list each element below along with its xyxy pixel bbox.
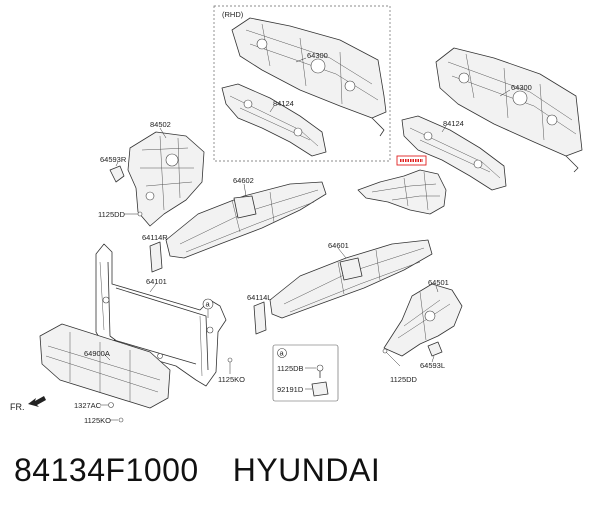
bracket-64593l [427,341,443,357]
leader-64300 [499,89,511,97]
leader-84124-rhd [269,105,275,113]
leader-64593r [115,161,119,167]
label-84124: 84124 [443,119,464,128]
leader-64601 [337,247,347,259]
leader-64501 [435,285,439,293]
part-number: 84134F1000 [14,452,199,488]
label-64300-rhd: 64300 [307,51,328,60]
leader-1125dd-right [385,351,401,367]
rhd-dash-panel [231,17,387,137]
bracket-64114r [149,241,163,273]
bracket-64114l [253,301,267,335]
label-64114r: 64114R [142,233,168,242]
bumper-beam [39,323,171,409]
label-1327ac: 1327AC [74,401,102,410]
bolt-1125dd-right [382,348,388,354]
side-member-64602 [165,181,327,259]
front-apron-right [383,283,463,357]
callout-a: a [206,300,211,309]
leader-64101 [149,283,157,293]
side-member-64601 [269,239,433,319]
label-64601: 64601 [328,241,349,250]
dash-panel [435,47,583,173]
label-64602: 64602 [233,176,254,185]
rhd-box [213,5,391,162]
inset-label-92191d: 92191D [277,385,304,394]
label-64114l: 64114L [247,293,271,302]
leader-64602 [243,183,247,197]
caption: 84134F1000 HYUNDAI [14,452,594,496]
front-apron-left [127,131,205,227]
label-1125dd-right: 1125DD [390,375,418,384]
leader-64593l [431,355,435,363]
label-64300: 64300 [511,83,532,92]
label-84502: 84502 [150,120,171,129]
inset-bolt-1125db [316,364,324,372]
inset-clip-92191d [311,381,329,397]
bolt-1125ko-mid [227,357,233,363]
parts-diagram: (RHD) 64300 84124 64300 84124 [10,5,583,425]
label-1125dd-left: 1125DD [98,210,126,219]
label-1125ko-bottom: 1125KO [84,416,111,425]
bolt-1125dd-left [137,211,143,217]
label-64593r: 64593R [100,155,127,164]
label-84124-rhd: 84124 [273,99,294,108]
rhd-cowl-panel [221,83,327,157]
label-64593l: 64593L [420,361,445,370]
label-64501: 64501 [428,278,449,287]
brand-name: HYUNDAI [232,452,381,488]
front-label: FR. [10,402,25,412]
leader-84502 [159,127,167,139]
inset-a: a [280,349,285,358]
leader-84124 [441,125,447,133]
clip-1327ac [108,402,114,408]
rhd-label: (RHD) [222,10,244,19]
inset-label-1125db: 1125DB [277,364,304,373]
bracket-64593r [109,165,125,183]
leader-64900a [103,353,111,361]
highlighted-part [357,169,447,215]
label-64900a: 64900A [84,349,110,358]
front-arrow-icon [28,396,46,407]
leader-64300-rhd [295,57,307,63]
bolt-1125ko-bottom [118,417,124,423]
label-1125ko-mid: 1125KO [218,375,245,384]
inset-a-circle [277,348,287,358]
label-64101: 64101 [146,277,167,286]
highlight-box [396,155,427,166]
